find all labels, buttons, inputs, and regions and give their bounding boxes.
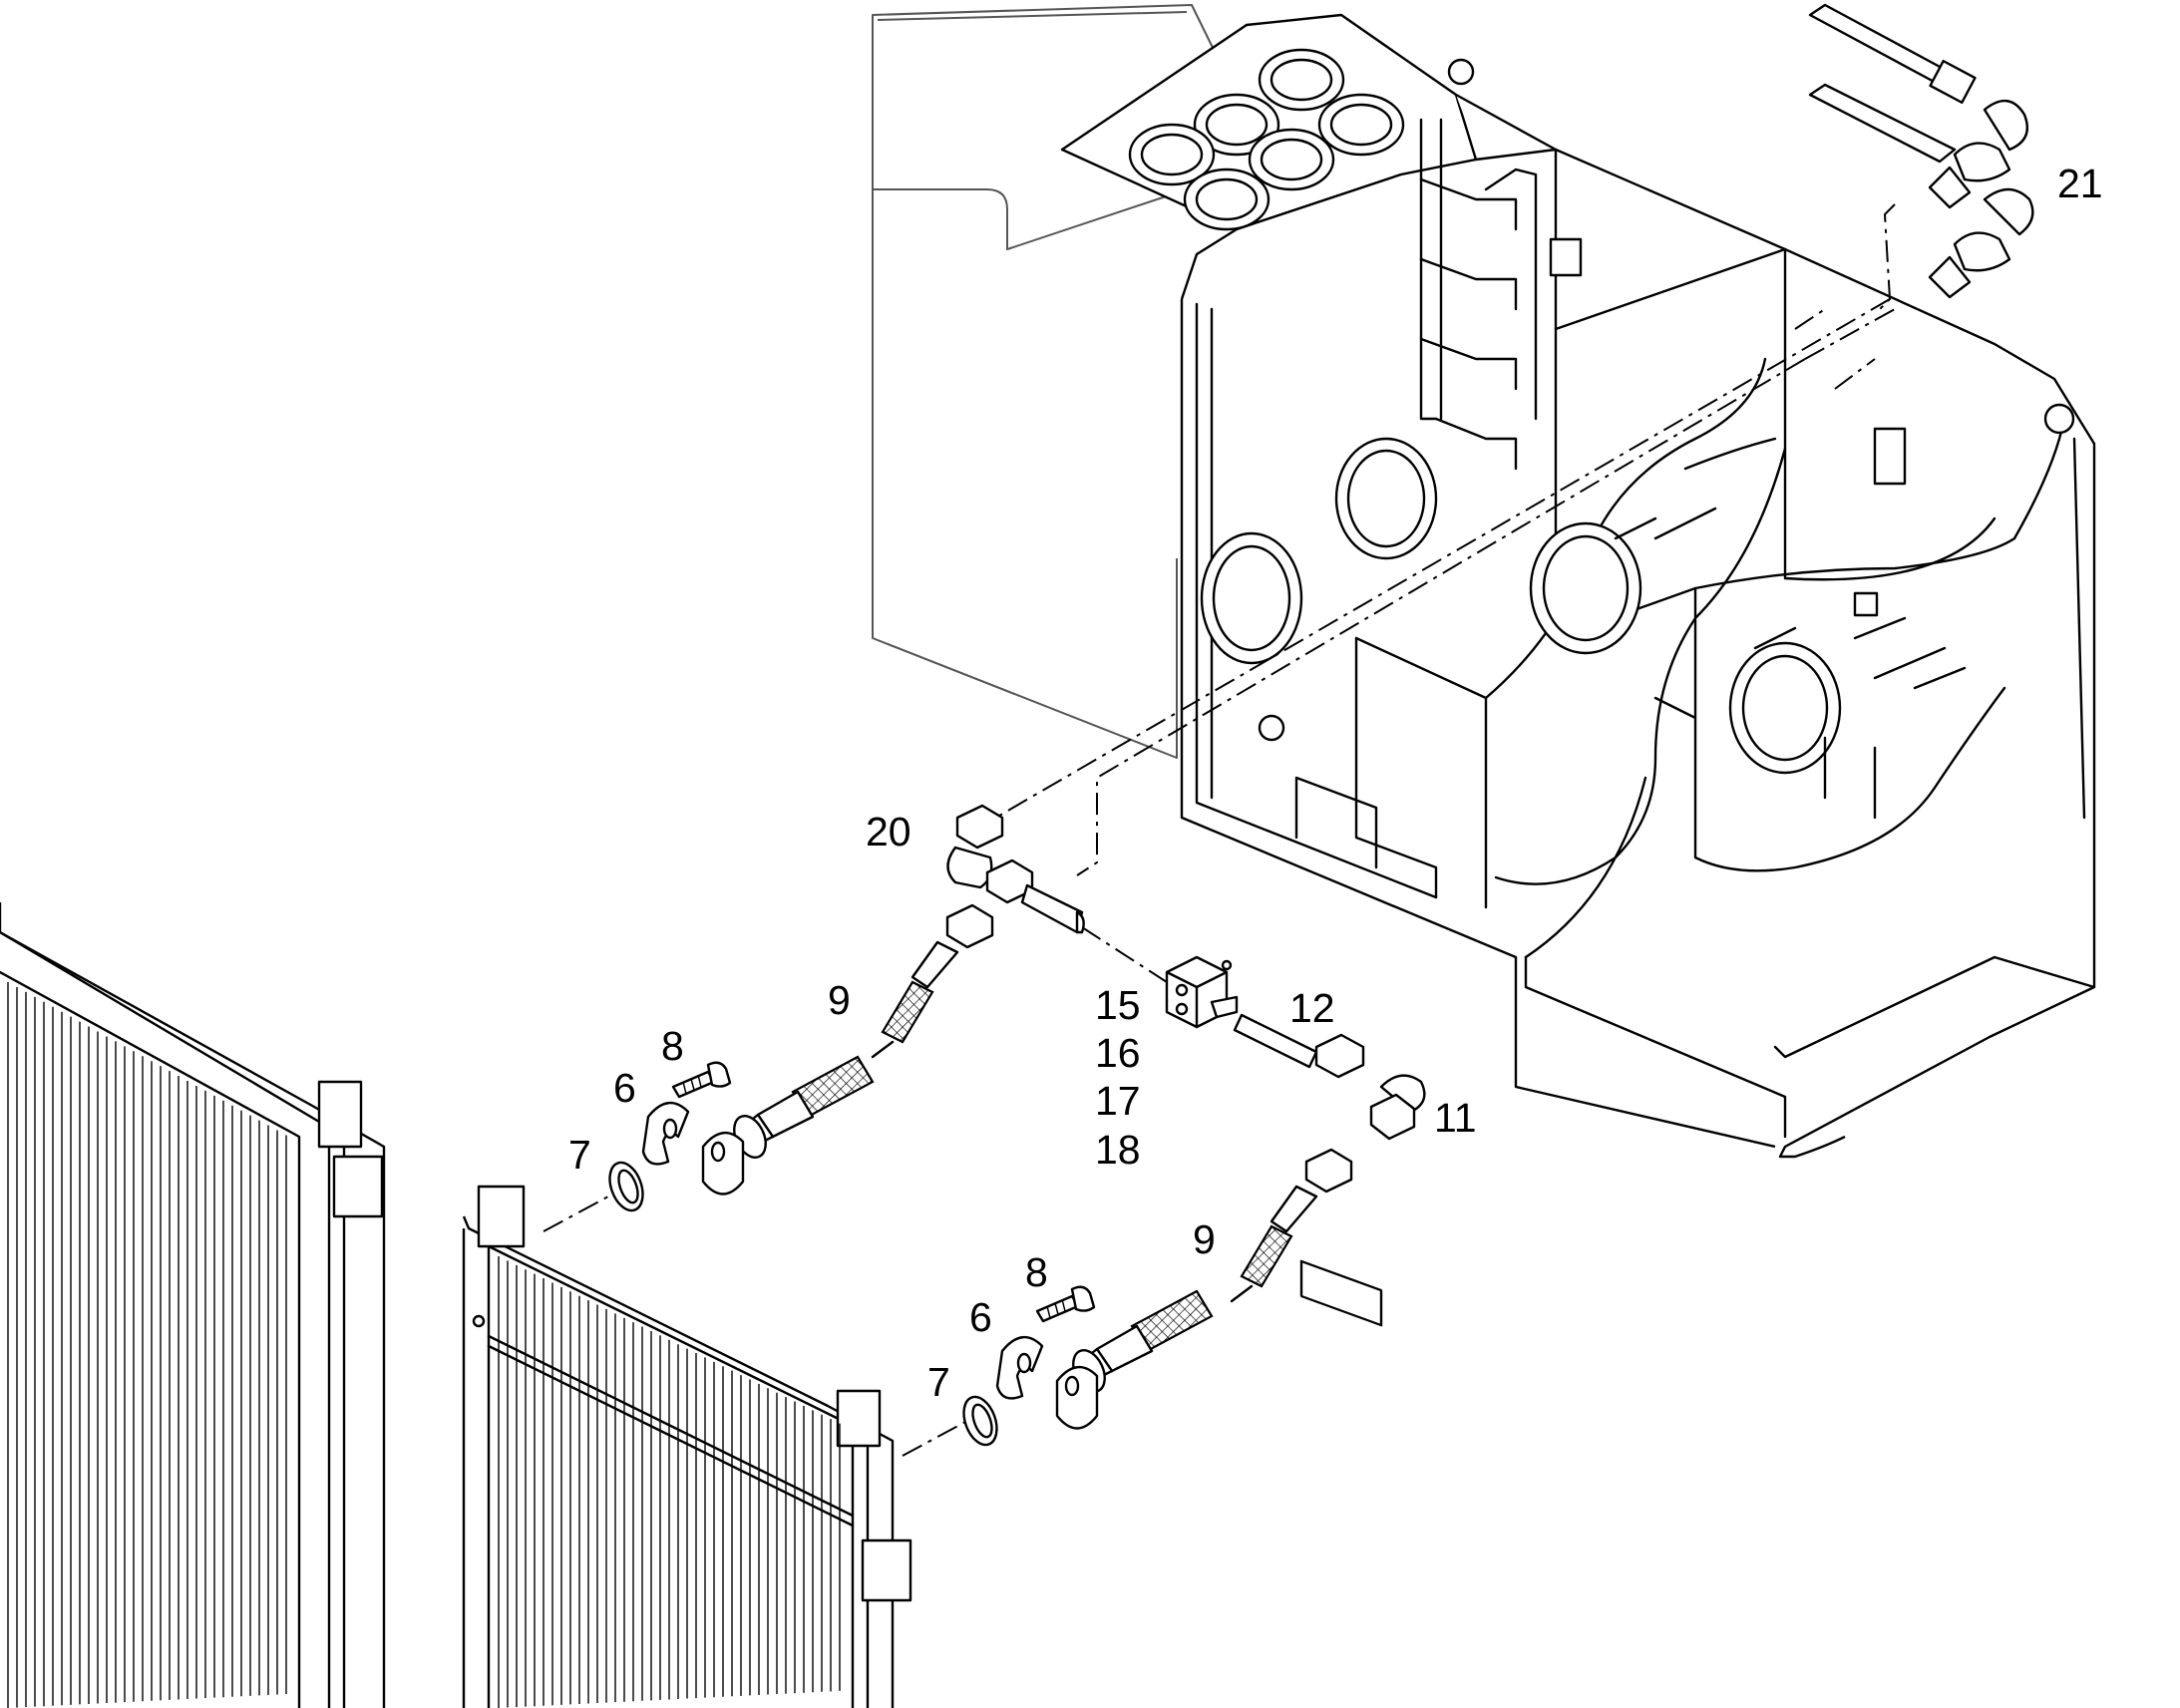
- callout-15: 15: [1095, 982, 1141, 1028]
- oring-7-lower: [962, 1395, 998, 1447]
- fitting-11-elbow: [1369, 1074, 1426, 1141]
- clamp-6-lower: [995, 1336, 1044, 1400]
- assembly-centerlines: [543, 203, 1896, 1457]
- callout-12: 12: [1289, 985, 1335, 1031]
- callout-8-lower: 8: [1025, 1249, 1048, 1295]
- callout-labels: 21 20 9 8 6 7 15 16 17 18 12 11 9 8 6 7: [568, 161, 2103, 1405]
- callout-9-lower: 9: [1193, 1216, 1216, 1262]
- clamp-block-15-18: [1165, 955, 1239, 1029]
- callout-11: 11: [1434, 1095, 1477, 1141]
- callout-6-lower: 6: [969, 1294, 992, 1340]
- fitting-21-elbows: [1808, 3, 2034, 299]
- callout-21: 21: [2057, 161, 2103, 206]
- fitting-20-elbow: [946, 804, 1085, 934]
- clamp-6b-upper: [701, 1132, 745, 1196]
- callout-18: 18: [1095, 1127, 1141, 1173]
- callout-9-upper: 9: [828, 977, 851, 1023]
- center-oil-cooler: [462, 1185, 912, 1708]
- hydraulic-tank: [872, 4, 2096, 1327]
- callout-8-upper: 8: [661, 1023, 684, 1069]
- callout-6-upper: 6: [613, 1065, 636, 1111]
- callout-7-upper: 7: [568, 1132, 591, 1178]
- callout-7-lower: 7: [927, 1359, 950, 1405]
- oring-7-upper: [608, 1161, 644, 1212]
- callout-17: 17: [1095, 1078, 1141, 1124]
- screw-8-lower: [1035, 1285, 1096, 1323]
- left-oil-cooler: [0, 902, 386, 1708]
- clamp-6b-lower: [1055, 1366, 1099, 1430]
- callout-16: 16: [1095, 1030, 1141, 1076]
- hose-9-upper: [733, 903, 994, 1159]
- callout-20: 20: [866, 809, 911, 854]
- pipe-12: [1233, 1013, 1365, 1079]
- clamp-6-upper: [641, 1102, 690, 1166]
- screw-8-upper: [671, 1061, 732, 1099]
